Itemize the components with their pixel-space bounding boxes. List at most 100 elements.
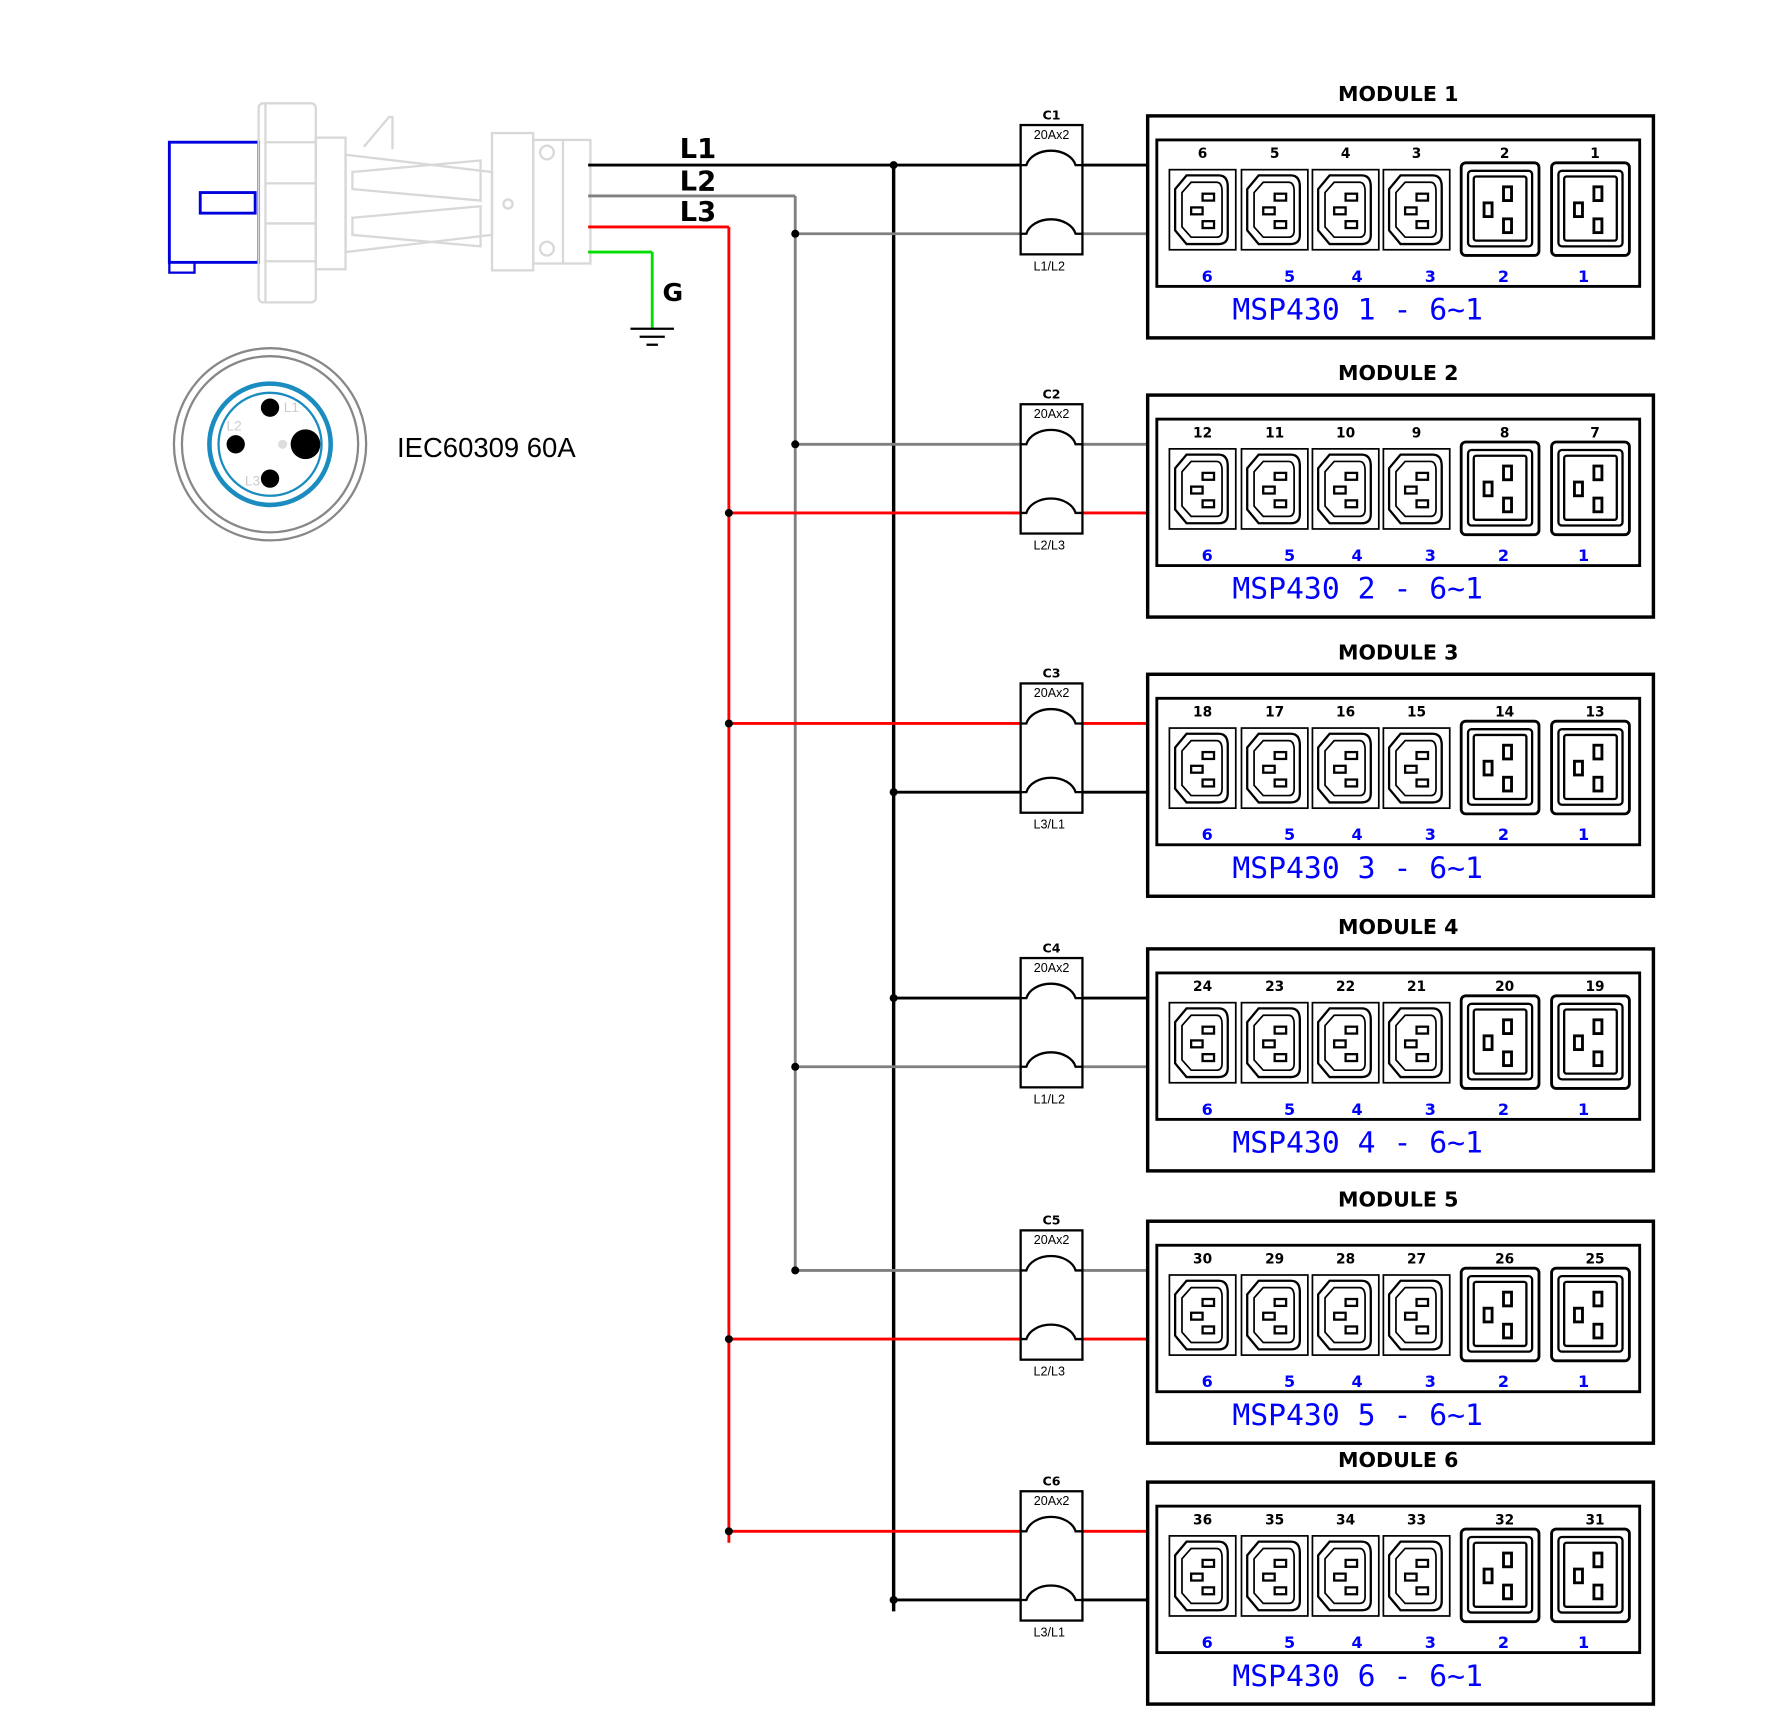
c13-inner <box>1253 739 1295 797</box>
c13-pin <box>1262 764 1276 774</box>
outlet-position: 4 <box>1351 825 1362 844</box>
c19-frame-inner <box>1557 728 1624 806</box>
module-label: MSP430 5 - 6~1 <box>1232 1398 1483 1433</box>
c13-pin <box>1415 1053 1430 1063</box>
c13-pin <box>1273 1558 1288 1568</box>
c13-frame <box>1240 1274 1309 1356</box>
c13-outer <box>1173 1007 1229 1079</box>
c19-face <box>1472 1008 1528 1075</box>
c13-inner <box>1324 739 1366 797</box>
c13-inner <box>1253 1014 1295 1072</box>
junction-dot <box>791 440 800 449</box>
outlet-panel <box>1155 138 1642 288</box>
outlet-position: 5 <box>1284 825 1295 844</box>
c19-frame <box>1550 1527 1631 1624</box>
c19-pin <box>1573 1034 1584 1052</box>
c13-pin <box>1190 485 1204 495</box>
breaker-rating: 20Ax2 <box>1034 407 1070 421</box>
c13-outer <box>1173 174 1229 246</box>
module-label: MSP430 3 - 6~1 <box>1232 851 1483 886</box>
c13-outer <box>1173 1279 1229 1351</box>
c13-pin <box>1273 1053 1288 1063</box>
c13-pin <box>1201 1025 1216 1035</box>
c13-inner <box>1181 460 1223 518</box>
c13-frame <box>1382 168 1451 251</box>
junction-dot <box>791 1266 800 1275</box>
breaker-pole-icon <box>1020 149 1083 167</box>
socket-pin-label-l1: L1 <box>284 400 299 415</box>
c13-outer <box>1246 453 1301 525</box>
c13-outer <box>1246 174 1301 246</box>
breaker-rating: 20Ax2 <box>1034 961 1070 975</box>
c19-outlet-icon <box>1459 440 1541 537</box>
c13-pin <box>1273 192 1288 202</box>
outlet-position: 5 <box>1284 267 1295 286</box>
c19-pin <box>1502 775 1513 793</box>
c19-outlet-icon <box>1550 1527 1631 1624</box>
breaker-pole-icon <box>1020 982 1083 1000</box>
socket-pin-label-l3: L3 <box>245 473 261 488</box>
outlet-number: 15 <box>1407 705 1426 721</box>
c13-pin <box>1262 206 1276 216</box>
outlet-panel <box>1155 971 1642 1121</box>
c19-pin <box>1502 185 1513 202</box>
c13-pin <box>1273 220 1288 230</box>
outlet-position: 4 <box>1351 1100 1362 1119</box>
socket-pin-label-l2: L2 <box>227 419 242 434</box>
c19-pin <box>1592 185 1604 202</box>
c13-pin <box>1403 1039 1418 1049</box>
c13-pin <box>1333 764 1347 774</box>
breaker-id: C2 <box>1043 387 1061 402</box>
outlet-position: 1 <box>1578 1372 1589 1391</box>
junction-dot <box>724 508 733 517</box>
c19-face <box>1563 1008 1618 1075</box>
c19-frame-inner <box>1557 448 1624 527</box>
breaker-box <box>1019 123 1084 256</box>
c13-outer <box>1246 1540 1301 1612</box>
c13-frame <box>1168 1274 1237 1356</box>
outlet-number: 36 <box>1193 1512 1212 1528</box>
c19-pin <box>1592 743 1604 761</box>
outlet-number: 27 <box>1407 1252 1426 1268</box>
c13-frame <box>1311 727 1380 810</box>
c13-inner <box>1395 1286 1437 1344</box>
outlet-number: 7 <box>1590 425 1600 441</box>
c13-outlet-icon <box>1382 168 1451 251</box>
c19-outlet-icon <box>1459 1266 1541 1363</box>
c13-inner <box>1181 739 1223 797</box>
c19-frame-inner <box>1466 728 1534 806</box>
outlet-panel <box>1155 417 1642 568</box>
breaker-phases: L3/L1 <box>1034 818 1065 832</box>
c13-frame <box>1382 727 1451 810</box>
breaker-pole-icon <box>1020 497 1083 515</box>
c19-outlet-icon <box>1459 719 1541 816</box>
c13-outer <box>1246 1279 1301 1351</box>
c13-frame <box>1311 448 1380 530</box>
c13-pin <box>1201 778 1216 788</box>
c19-frame <box>1459 994 1541 1090</box>
junction-dot <box>724 719 733 728</box>
outlet-position: 4 <box>1351 1633 1362 1652</box>
c13-pin <box>1333 485 1347 495</box>
outlet-number: 17 <box>1265 705 1284 721</box>
outlet-panel <box>1155 696 1642 847</box>
c13-pin <box>1333 206 1347 216</box>
outlet-number: 29 <box>1265 1252 1284 1268</box>
plug-icon <box>167 102 592 304</box>
c13-pin <box>1273 750 1288 761</box>
c19-face <box>1472 454 1528 521</box>
c13-pin <box>1273 499 1288 509</box>
outlet-number: 35 <box>1265 1512 1284 1528</box>
c13-inner <box>1253 181 1295 239</box>
c13-frame <box>1168 1535 1237 1617</box>
breaker-id: C5 <box>1043 1213 1061 1228</box>
c19-pin <box>1502 1050 1513 1068</box>
c13-pin <box>1201 499 1216 509</box>
c13-pin <box>1344 192 1359 202</box>
c13-frame <box>1311 1001 1380 1084</box>
c13-frame <box>1168 448 1237 530</box>
c19-pin <box>1482 201 1494 219</box>
c19-frame-inner <box>1557 1535 1624 1614</box>
